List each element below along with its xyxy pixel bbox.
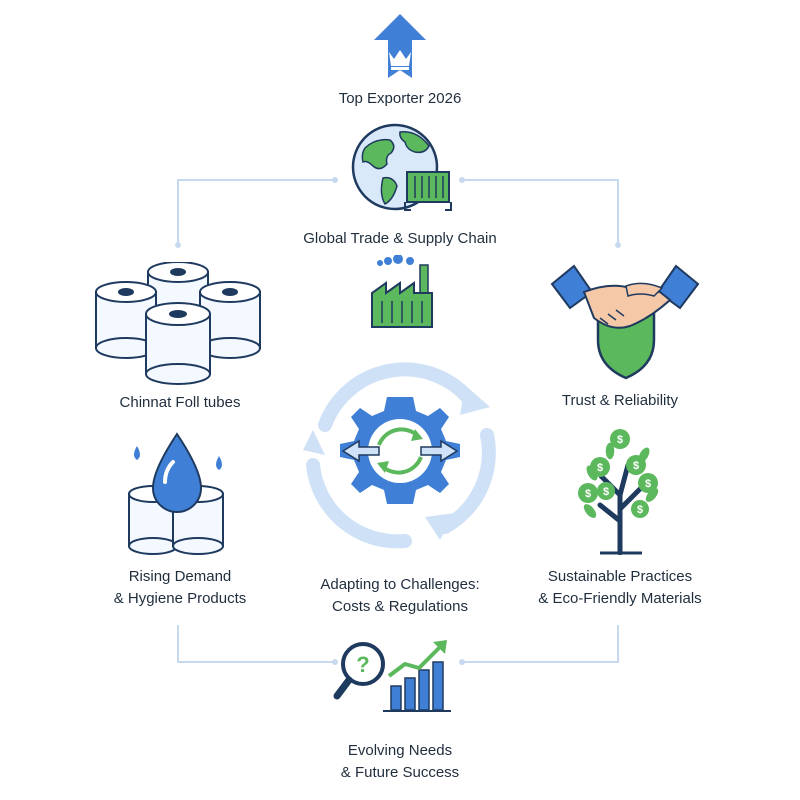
evolving-label: Evolving Needs & Future Success (340, 742, 460, 781)
svg-text:$: $ (617, 434, 623, 446)
adapting-label: Adapting to Challenges: Costs & Regulati… (320, 576, 480, 615)
cycle-arc-bottom (306, 458, 412, 549)
connector-top-left (177, 179, 335, 245)
global-trade-label: Global Trade & Supply Chain (303, 230, 497, 247)
cycle-arc-right (438, 428, 496, 534)
money-tree-icon: $ $ $ $ $ $ $ (578, 429, 660, 555)
toilet-rolls-icon (95, 262, 261, 385)
connector-bottom-left (177, 625, 335, 663)
svg-text:$: $ (633, 460, 639, 472)
globe-container-icon (351, 123, 452, 211)
svg-text:$: $ (603, 486, 609, 498)
handshake-shield-icon (550, 264, 700, 380)
svg-text:$: $ (637, 504, 643, 516)
cycle-arc-top (318, 362, 477, 432)
gear-cycle-icon (303, 362, 496, 549)
water-drop-rolls-icon (128, 432, 224, 555)
roll-tubes-label: Chinnat Foll tubes (119, 394, 241, 411)
sustainable-label: Sustainable Practices & Eco-Friendly Mat… (538, 568, 702, 607)
connector-bottom-right (462, 625, 619, 663)
connector-top-right (462, 179, 619, 245)
factory-icon (371, 255, 433, 328)
svg-text:$: $ (597, 462, 603, 474)
trust-label: Trust & Reliability (561, 392, 679, 409)
magnifier-growth-chart-icon: ? (333, 640, 451, 712)
svg-text:?: ? (356, 652, 369, 677)
svg-text:$: $ (645, 478, 651, 490)
rising-demand-label: Rising Demand & Hygiene Products (113, 568, 247, 607)
top-exporter-label: Top Exporter 2026 (338, 90, 462, 107)
svg-text:$: $ (585, 488, 591, 500)
crown-arrow-icon (374, 14, 426, 78)
